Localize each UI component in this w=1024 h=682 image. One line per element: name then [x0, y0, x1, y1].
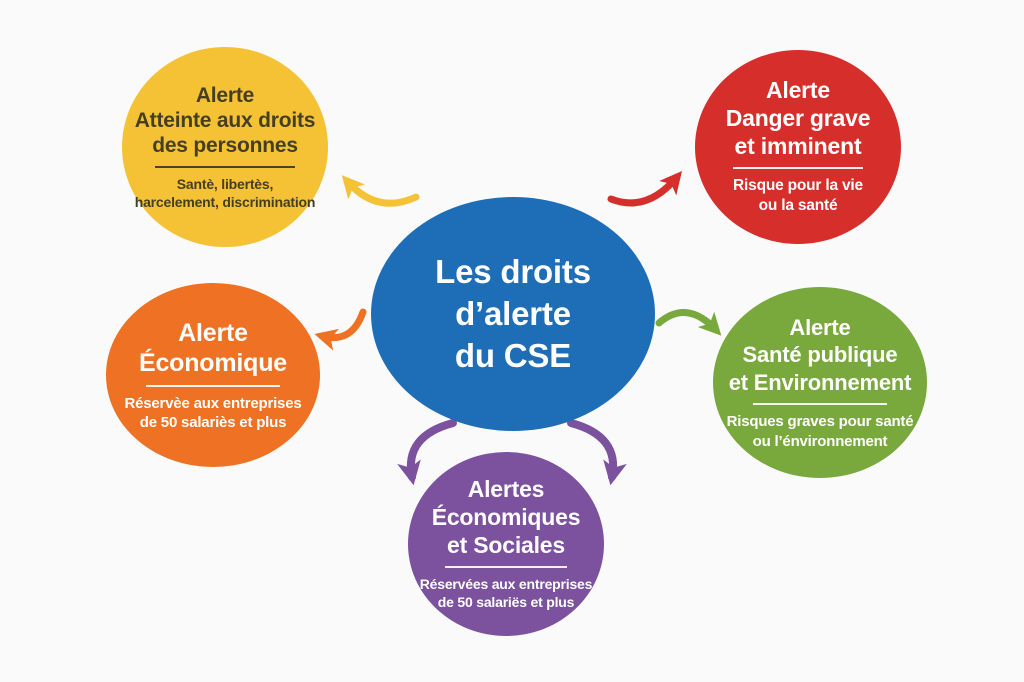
arrow-to-top-right-icon — [607, 170, 683, 207]
node-title: Alertes Économiques et Sociales — [432, 476, 581, 559]
title-line: du CSE — [454, 337, 572, 375]
node-title-line: Économiques — [431, 504, 581, 531]
node-subtitle: Risques graves pour santé ou l’énvironne… — [727, 412, 914, 451]
node-subtitle-line: ou la santé — [758, 197, 838, 215]
node-subtitle-line: Risques graves pour santé — [726, 413, 914, 431]
title-line: d’alerte — [455, 294, 571, 332]
node-grave-imminent-danger-alert: Alerte Danger grave et imminent Risque p… — [695, 50, 901, 244]
center-node: Les droits d’alerte du CSE — [371, 197, 655, 431]
node-title: Alerte Économique — [139, 318, 287, 378]
divider-line — [145, 384, 281, 387]
node-subtitle-line: harcelement, discrimination — [134, 193, 316, 210]
node-title-line: des personnes — [152, 134, 298, 158]
node-economic-alert: Alerte Économique Réservèe aux entrepris… — [106, 283, 320, 467]
arrow-to-mid-left-icon — [314, 308, 367, 351]
node-public-health-environment-alert: Alerte Santé publique et Environnement R… — [713, 287, 927, 478]
node-subtitle-line: de 50 salariès et plus — [139, 414, 287, 431]
diagram-title: Les droits d’alerte du CSE — [435, 251, 591, 378]
node-title-line: Alertes — [467, 476, 545, 503]
node-subtitle: Réservées aux entreprises de 50 salariës… — [419, 575, 593, 611]
node-title-line: Alerte — [789, 314, 851, 340]
node-subtitle: Risque pour la vie ou la santé — [733, 176, 863, 216]
node-rights-of-persons-alert: Alerte Atteinte aux droits des personnes… — [122, 47, 328, 247]
arrow-to-mid-right-icon — [655, 309, 722, 336]
node-subtitle-line: de 50 salariës et plus — [437, 594, 575, 611]
node-title: Alerte Atteinte aux droits des personnes — [135, 83, 316, 159]
node-subtitle-line: Réservées aux entreprises — [419, 576, 593, 593]
node-title-line: Danger grave — [725, 105, 871, 132]
node-title: Alerte Danger grave et imminent — [726, 77, 871, 160]
node-title-line: Atteinte aux droits — [134, 109, 316, 133]
node-title-line: Alerte — [765, 77, 830, 104]
node-title-line: Santé publique — [742, 342, 898, 368]
divider-line — [752, 403, 888, 406]
divider-line — [154, 165, 296, 168]
node-title-line: Alerte — [178, 318, 248, 347]
node-title: Alerte Santé publique et Environnement — [729, 314, 912, 397]
node-subtitle-line: Réservèe aux entreprises — [124, 394, 302, 412]
divider-line — [733, 167, 863, 170]
node-title-line: et imminent — [734, 132, 862, 159]
arrow-to-top-left-icon — [341, 175, 420, 207]
node-subtitle-line: Santè, libertès, — [176, 175, 274, 192]
arrow-to-bottom-right-icon — [567, 419, 627, 486]
node-title-line: Alerte — [195, 84, 255, 108]
node-subtitle-line: Risque pour la vie — [733, 177, 863, 195]
node-subtitle: Réservèe aux entreprises de 50 salariès … — [125, 394, 302, 433]
node-title-line: et Sociales — [447, 531, 565, 558]
divider-line — [444, 566, 568, 569]
title-line: Les droits — [435, 252, 591, 290]
node-economic-social-alerts: Alertes Économiques et Sociales Réservée… — [408, 452, 604, 636]
node-subtitle-line: ou l’énvironnement — [752, 432, 888, 450]
arrow-to-bottom-left-icon — [397, 419, 457, 486]
node-title-line: Économique — [138, 348, 287, 377]
node-subtitle: Santè, libertès, harcelement, discrimina… — [135, 175, 316, 211]
node-title-line: et Environnement — [728, 369, 912, 395]
